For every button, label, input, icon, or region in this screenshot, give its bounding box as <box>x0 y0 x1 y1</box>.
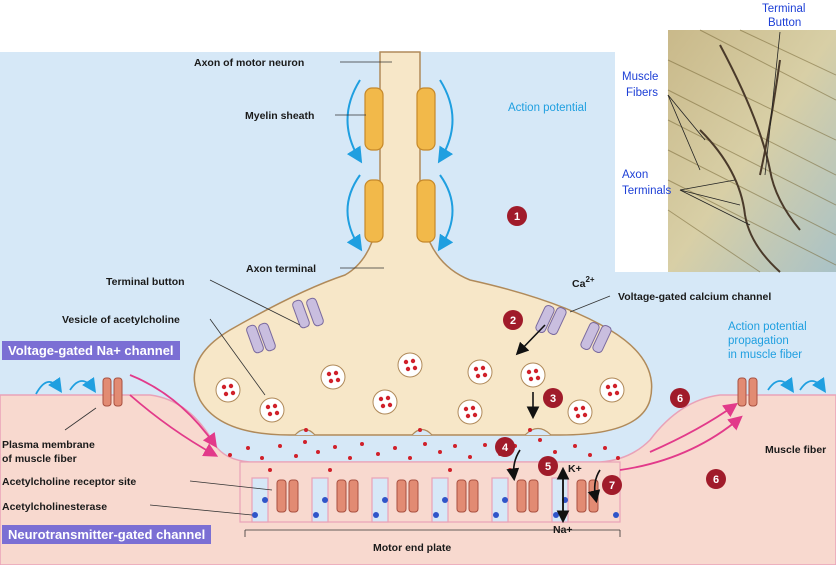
pink-propagation-arrows <box>129 374 743 471</box>
vesicle <box>320 364 346 390</box>
svg-text:4: 4 <box>502 442 509 454</box>
label-voltage-gated-calcium: Voltage-gated calcium channel <box>618 291 771 303</box>
svg-text:7: 7 <box>609 480 615 492</box>
svg-text:6: 6 <box>677 393 683 405</box>
vesicle <box>259 397 285 423</box>
step-badge-5: 5 <box>538 456 558 476</box>
process-arrows <box>506 324 601 524</box>
step-badge-1: 1 <box>507 206 527 226</box>
vesicle <box>397 352 423 378</box>
micrograph-inset: Terminal Button Muscle Fibers Axon Termi… <box>615 0 836 273</box>
step-badge-6b: 6 <box>706 469 726 489</box>
label-action-potential: Action potential <box>508 102 587 114</box>
ach-receptors <box>276 479 599 513</box>
myelin-sheath <box>364 87 436 243</box>
svg-text:1: 1 <box>514 211 520 223</box>
svg-text:2: 2 <box>510 315 516 327</box>
svg-text:6: 6 <box>713 474 719 486</box>
vesicle <box>457 399 483 425</box>
step-badges: 1 2 3 4 5 6 6 7 <box>495 206 726 495</box>
voltage-gated-na-box: Voltage-gated Na+ channel <box>2 341 180 360</box>
label-terminal-button: Terminal button <box>106 276 185 288</box>
photo-label-fibers: Fibers <box>626 87 658 99</box>
step-badge-4: 4 <box>495 437 515 457</box>
svg-text:5: 5 <box>545 461 551 473</box>
step-badge-2: 2 <box>503 310 523 330</box>
label-ap-propagation-3: in muscle fiber <box>728 349 802 361</box>
label-k-plus: K+ <box>568 463 582 475</box>
step-badge-3: 3 <box>543 388 563 408</box>
junctional-folds <box>239 461 621 523</box>
ach-molecules <box>228 428 620 472</box>
label-motor-end-plate: Motor end plate <box>373 542 451 554</box>
label-muscle-fiber: Muscle fiber <box>765 444 826 456</box>
label-ap-propagation-2: propagation <box>728 335 789 347</box>
label-plasma-membrane-2: of muscle fiber <box>2 453 77 465</box>
label-ach-receptor-site: Acetylcholine receptor site <box>2 476 136 488</box>
leader-lines <box>64 61 621 537</box>
step-badge-6a: 6 <box>670 388 690 408</box>
action-potential-arrows <box>346 79 454 252</box>
step-badge-7: 7 <box>602 475 622 495</box>
muscle-ap-arrows <box>35 377 826 395</box>
label-ca: Ca2+ <box>572 275 595 290</box>
muscle-na-channels <box>102 377 758 407</box>
vesicle <box>567 399 593 425</box>
vesicle <box>372 389 398 415</box>
label-ap-propagation-1: Action potential <box>728 321 807 333</box>
label-na-plus: Na+ <box>553 524 573 536</box>
photo-label-axon: Axon <box>622 169 648 181</box>
exocytosis-site <box>411 428 433 436</box>
vesicle <box>215 377 241 403</box>
label-axon-motor-neuron: Axon of motor neuron <box>194 57 304 69</box>
label-acetylcholinesterase: Acetylcholinesterase <box>2 501 107 513</box>
calcium-channels <box>246 297 612 354</box>
label-plasma-membrane-1: Plasma membrane <box>2 439 95 451</box>
vesicle <box>599 377 625 403</box>
photo-label-muscle: Muscle <box>622 71 658 83</box>
photo-label-terminal: Terminal <box>762 3 805 15</box>
neurotransmitter-gated-box: Neurotransmitter-gated channel <box>2 525 212 544</box>
ach-vesicles <box>215 352 625 425</box>
vesicle <box>467 359 493 385</box>
photo-label-terminals: Terminals <box>622 185 671 197</box>
svg-text:3: 3 <box>550 393 556 405</box>
photo-label-button: Button <box>768 17 801 29</box>
vesicle <box>520 362 546 388</box>
motor-neuron <box>193 51 653 436</box>
label-axon-terminal: Axon terminal <box>246 263 316 275</box>
label-vesicle-ach: Vesicle of acetylcholine <box>62 314 180 326</box>
label-myelin-sheath: Myelin sheath <box>245 110 314 122</box>
